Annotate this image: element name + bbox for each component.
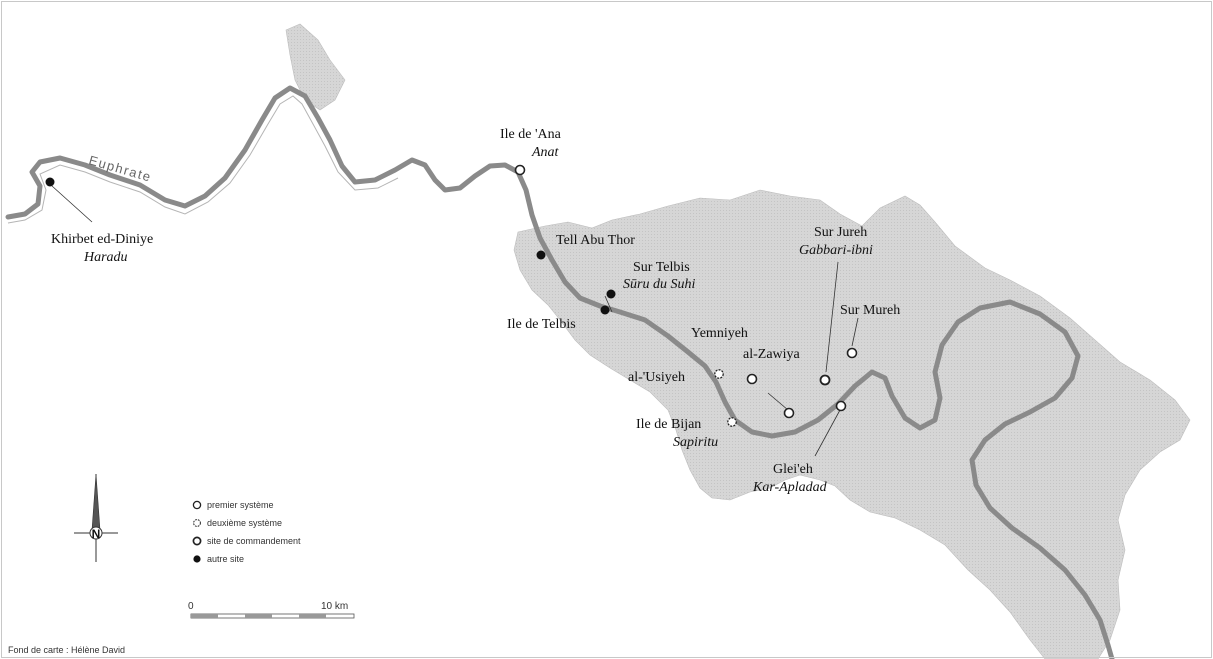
site-marker-al-zawiya — [783, 407, 795, 419]
scale-bar: 0 10 km — [188, 601, 355, 619]
site-ancient-ile-de-ana: Anat — [531, 145, 560, 160]
euphrates-river — [5, 85, 1115, 659]
north-label: N — [92, 527, 101, 541]
site-marker-gleieh — [835, 400, 847, 412]
scale-start-label: 0 — [188, 601, 194, 612]
site-marker-ile-de-bijan — [727, 417, 737, 427]
site-label-khirbet-ed-diniye: Khirbet ed-Diniye — [51, 232, 153, 247]
lake-inlet — [285, 23, 346, 111]
site-label-sur-jureh: Sur Jureh — [814, 225, 867, 240]
site-marker-ile-de-ana — [514, 164, 526, 176]
site-label-al-usiyeh: al-'Usiyeh — [628, 370, 685, 385]
legend-symbol-deuxieme-systeme — [193, 519, 201, 527]
site-ancient-sur-telbis: Sūru du Suhi — [623, 277, 695, 292]
legend-symbol-premier-systeme — [192, 500, 202, 510]
map-credit: Fond de carte : Hélène David — [8, 645, 125, 655]
site-marker-ile-de-telbis — [600, 305, 610, 315]
legend-symbol-autre-site — [193, 555, 201, 563]
site-label-gleieh: Glei'eh — [773, 462, 813, 477]
scale-end-label: 10 km — [321, 601, 348, 612]
site-ancient-sur-jureh: Gabbari-ibni — [799, 243, 873, 258]
site-marker-sur-telbis — [606, 289, 616, 299]
site-label-sur-mureh: Sur Mureh — [840, 303, 900, 318]
site-label-al-zawiya: al-Zawiya — [743, 347, 801, 362]
site-marker-tell-abu-thor — [536, 250, 546, 260]
site-label-yemniyeh: Yemniyeh — [691, 326, 748, 341]
legend-label-autre-site: autre site — [207, 554, 244, 564]
legend: premier système deuxième système site de… — [192, 500, 301, 564]
site-ancient-khirbet-ed-diniye: Haradu — [83, 250, 128, 265]
site-marker-sur-mureh — [846, 347, 858, 359]
legend-symbol-site-de-commandement — [192, 536, 202, 546]
legend-label-premier-systeme: premier système — [207, 500, 274, 510]
site-label-ile-de-ana: Ile de 'Ana — [500, 127, 562, 142]
site-label-ile-de-bijan: Ile de Bijan — [636, 417, 701, 432]
site-ancient-ile-de-bijan: Sapiritu — [673, 435, 718, 450]
legend-label-deuxieme-systeme: deuxième système — [207, 518, 282, 528]
site-marker-sur-jureh — [819, 374, 831, 386]
site-label-ile-de-telbis: Ile de Telbis — [507, 317, 576, 332]
site-ancient-gleieh: Kar-Apladad — [752, 480, 828, 495]
site-marker-al-usiyeh — [714, 369, 724, 379]
legend-label-site-de-commandement: site de commandement — [207, 536, 301, 546]
site-label-sur-telbis: Sur Telbis — [633, 260, 690, 275]
north-arrow: N — [74, 473, 118, 562]
site-label-tell-abu-thor: Tell Abu Thor — [556, 233, 635, 248]
leader-lines — [51, 185, 859, 457]
site-marker-khirbet-ed-diniye — [45, 177, 55, 187]
river-border — [7, 95, 399, 224]
site-marker-yemniyeh — [746, 373, 758, 385]
